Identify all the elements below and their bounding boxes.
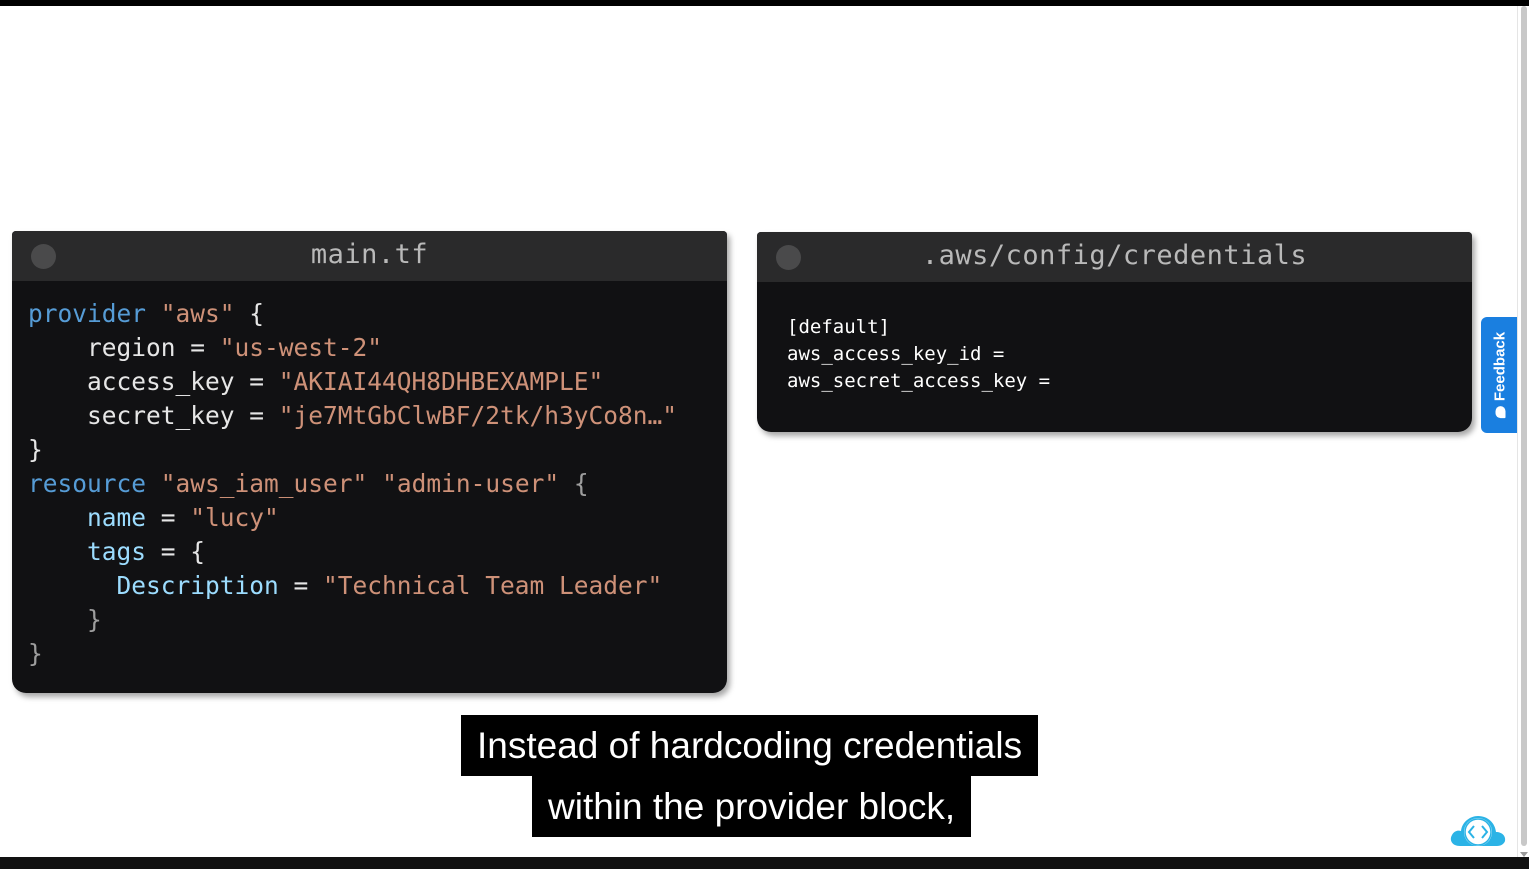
code-token: = <box>234 367 279 396</box>
main-tf-code-panel: main.tf provider "aws" { region = "us-we… <box>12 231 727 693</box>
code-token: "admin-user" <box>382 469 560 498</box>
slide-canvas: main.tf provider "aws" { region = "us-we… <box>0 6 1517 857</box>
scrollbar-thumb[interactable] <box>1521 6 1527 846</box>
feedback-label-wrap: Feedback <box>1491 331 1509 419</box>
code-token: "us-west-2" <box>219 333 383 362</box>
code-token: { <box>559 469 589 498</box>
main-tf-title: main.tf <box>310 239 429 270</box>
code-token: Description <box>28 571 279 600</box>
code-token: = <box>146 503 191 532</box>
main-tf-code: provider "aws" { region = "us-west-2" ac… <box>28 297 677 671</box>
code-token: region <box>28 333 176 362</box>
code-token: tags <box>28 537 147 566</box>
main-tf-titlebar: main.tf <box>12 231 727 281</box>
code-token: "aws" <box>160 299 235 328</box>
code-token: { <box>234 299 265 328</box>
feedback-label: Feedback <box>1491 331 1509 402</box>
cloud-code-logo-icon[interactable] <box>1448 808 1508 848</box>
code-token: "je7MtGbClwBF/2tk/h3yCo8n…" <box>278 401 678 430</box>
code-line: Description = "Technical Team Leader" <box>28 571 663 600</box>
code-token: = <box>234 401 279 430</box>
code-token: } <box>28 435 43 464</box>
credentials-titlebar: .aws/config/credentials <box>757 232 1472 282</box>
code-line: } <box>28 605 102 634</box>
window-dot-icon <box>31 244 56 269</box>
credentials-title: .aws/config/credentials <box>921 240 1308 271</box>
vertical-scrollbar[interactable] <box>1517 6 1529 857</box>
code-line: resource "aws_iam_user" "admin-user" { <box>28 469 589 498</box>
code-token <box>146 469 161 498</box>
code-token: = <box>278 571 324 600</box>
code-token: provider <box>28 299 147 328</box>
code-line: secret_key = "je7MtGbClwBF/2tk/h3yCo8n…" <box>28 401 677 430</box>
code-token: "Technical Team Leader" <box>323 571 663 600</box>
code-token: = { <box>146 537 206 566</box>
credentials-code: [default] aws_access_key_id = aws_secret… <box>787 314 1050 395</box>
code-line: } <box>28 435 43 464</box>
code-token: name <box>28 503 147 532</box>
code-token: "AKIAI44QH8DHBEXAMPLE" <box>278 367 604 396</box>
code-line: } <box>28 639 43 668</box>
code-line: access_key = "AKIAI44QH8DHBEXAMPLE" <box>28 367 603 396</box>
code-token: "aws_iam_user" <box>160 469 368 498</box>
bottom-bar <box>0 857 1529 869</box>
code-token: secret_key <box>28 401 235 430</box>
code-line: name = "lucy" <box>28 503 279 532</box>
code-token: resource <box>28 469 147 498</box>
credentials-code-panel: .aws/config/credentials [default] aws_ac… <box>757 232 1472 432</box>
credentials-line: aws_secret_access_key = <box>787 370 1051 392</box>
code-token: } <box>28 639 43 668</box>
code-token <box>367 469 382 498</box>
code-line: tags = { <box>28 537 205 566</box>
subtitle-caption-line-1: Instead of hardcoding credentials <box>461 715 1039 776</box>
subtitle-caption-line-2: within the provider block, <box>532 776 972 837</box>
credentials-line: [default] <box>787 316 890 338</box>
code-token <box>146 299 161 328</box>
code-token: "lucy" <box>190 503 279 532</box>
code-token: access_key <box>28 367 235 396</box>
scroll-down-arrow-icon[interactable] <box>1520 852 1528 857</box>
code-line: region = "us-west-2" <box>28 333 382 362</box>
credentials-line: aws_access_key_id = <box>787 343 1005 365</box>
code-line: provider "aws" { <box>28 299 264 328</box>
chat-icon <box>1495 406 1505 419</box>
feedback-button[interactable]: Feedback <box>1481 317 1519 433</box>
window-dot-icon <box>776 245 801 270</box>
code-token: = <box>175 333 220 362</box>
code-token: } <box>28 605 102 634</box>
